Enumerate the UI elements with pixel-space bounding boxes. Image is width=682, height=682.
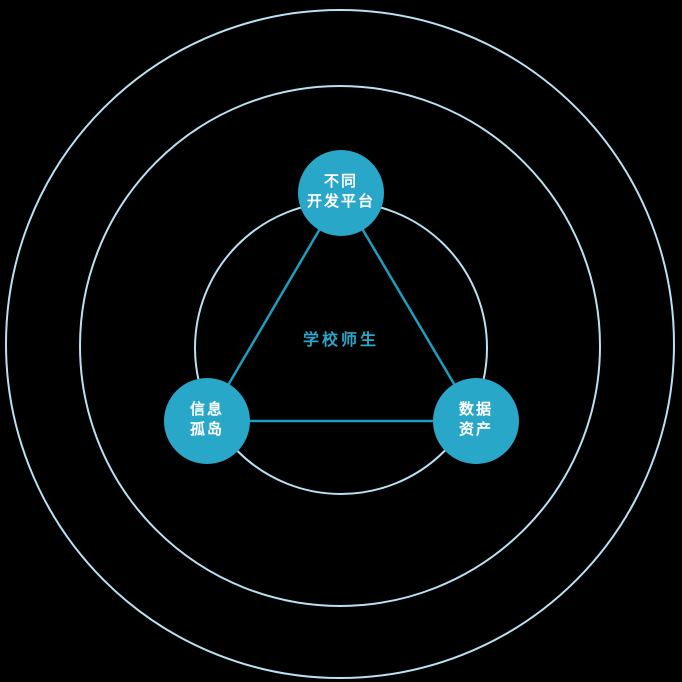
node-circle-data-assets (433, 378, 519, 464)
edge-top-right (339, 192, 478, 422)
inner-ring (194, 201, 488, 495)
middle-ring (79, 85, 601, 607)
outer-ring (5, 9, 675, 679)
node-circle-dev-platforms (298, 150, 384, 236)
node-circle-info-silos (164, 378, 250, 464)
edge-top-left (205, 192, 343, 422)
